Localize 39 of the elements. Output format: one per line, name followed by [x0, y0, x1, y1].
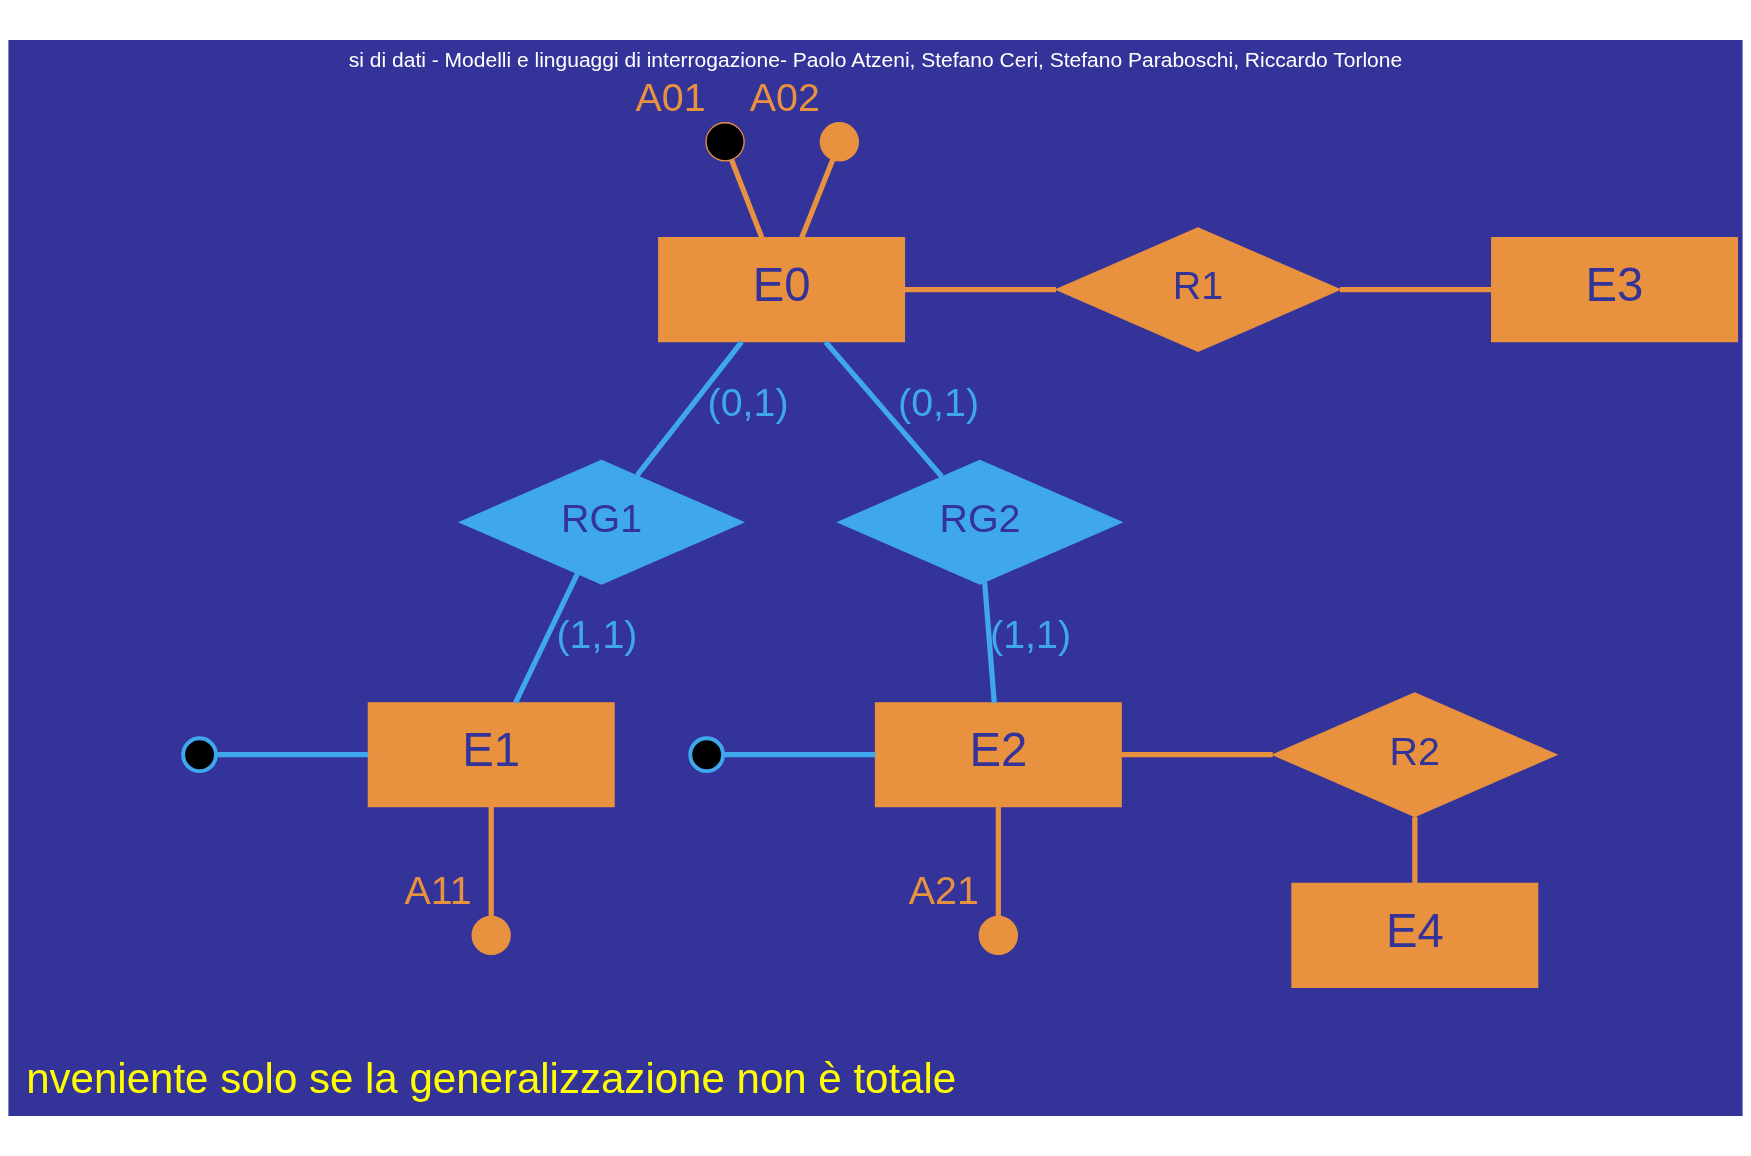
- node-label: A11: [404, 868, 472, 913]
- node-box: E1: [367, 702, 615, 808]
- node-label: A02: [749, 74, 820, 119]
- connector: [723, 752, 876, 758]
- node-circle: [471, 915, 511, 956]
- node-circle: [181, 736, 218, 774]
- node-circle: [819, 122, 860, 162]
- edge-label: (1,1): [990, 612, 1072, 657]
- node-circle: [705, 122, 745, 162]
- node-label: A01: [635, 74, 706, 119]
- node-box: E4: [1291, 882, 1539, 988]
- node-label: A21: [908, 868, 979, 913]
- diagram-title: si di dati - Modelli e linguaggi di interrogazione- Paolo Atzeni, Stefano Ceri, Stefano Paraboschi, Riccardo Torlone: [348, 48, 1403, 72]
- connector: [1412, 816, 1418, 883]
- edge-label: (1,1): [556, 612, 638, 657]
- connector: [823, 340, 944, 479]
- connector: [513, 572, 580, 704]
- node-diamond: R1: [1054, 227, 1342, 353]
- connector: [799, 158, 836, 239]
- edge-label: (0,1): [707, 379, 789, 424]
- node-circle: [978, 915, 1019, 956]
- connector: [904, 287, 1056, 293]
- edge-label: (0,1): [898, 379, 980, 424]
- connector: [1340, 287, 1492, 293]
- node-circle: [688, 736, 726, 774]
- caption: nveniente solo se la generalizzazione non è totale: [26, 1055, 957, 1103]
- connector: [635, 340, 744, 478]
- connector: [995, 807, 1001, 917]
- connector: [1121, 752, 1273, 758]
- node-diamond: RG1: [458, 459, 746, 585]
- node-diamond: R2: [1271, 692, 1559, 818]
- connector: [729, 158, 765, 239]
- connector: [488, 807, 494, 917]
- node-diamond: RG2: [836, 459, 1124, 585]
- connector: [982, 581, 997, 703]
- node-box: E2: [874, 702, 1122, 808]
- connector: [216, 752, 369, 758]
- node-box: E0: [658, 237, 906, 343]
- node-box: E3: [1491, 237, 1738, 343]
